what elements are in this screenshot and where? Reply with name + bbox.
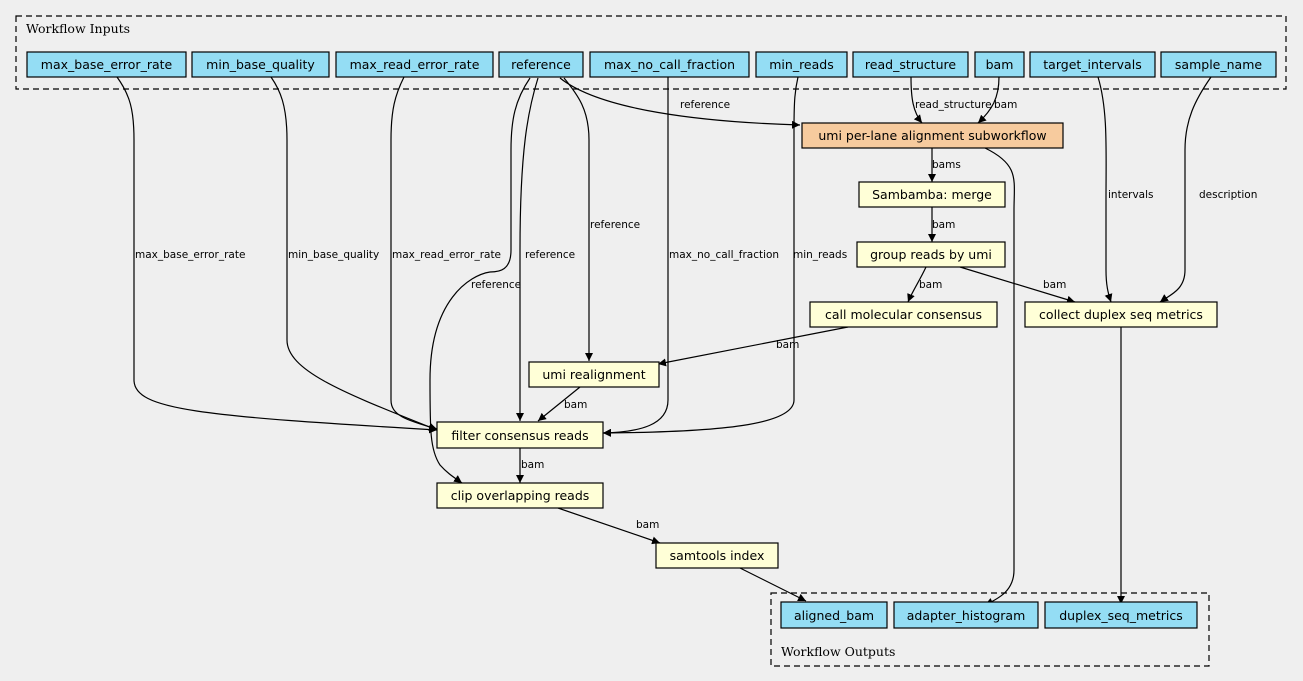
edge-label-realign-bam: bam [564, 399, 587, 411]
svg-text:reference: reference [511, 57, 571, 72]
edge-labels: reference read_structure bam bams bam ba… [135, 99, 1257, 531]
svg-text:max_no_call_fraction: max_no_call_fraction [604, 57, 735, 72]
node-collect-duplex-seq-metrics: collect duplex seq metrics [1024, 301, 1218, 328]
svg-text:duplex_seq_metrics: duplex_seq_metrics [1059, 608, 1183, 623]
edge-call-to-realign [657, 326, 849, 367]
edge-label-filter-bam: bam [521, 459, 544, 471]
node-min-reads: min_reads [755, 51, 848, 78]
edge-label-description: description [1199, 189, 1257, 201]
output-nodes: aligned_bam adapter_histogram duplex_seq… [780, 601, 1198, 629]
node-duplex-seq-metrics: duplex_seq_metrics [1044, 601, 1198, 629]
svg-text:clip overlapping reads: clip overlapping reads [451, 488, 590, 503]
edge-group-to-metrics [959, 266, 1076, 304]
node-call-molecular-consensus: call molecular consensus [809, 301, 998, 328]
svg-text:umi per-lane alignment subwork: umi per-lane alignment subworkflow [818, 128, 1046, 143]
edge-label-bams: bams [932, 159, 961, 171]
edge-read-structure-to-umi-alignment [910, 76, 923, 124]
edge-label-clip-bam: bam [636, 519, 659, 531]
svg-text:Sambamba: merge: Sambamba: merge [872, 187, 992, 202]
edge-realign-to-filter [537, 386, 581, 422]
edge-label-bam: bam [994, 99, 1017, 111]
svg-text:min_reads: min_reads [769, 57, 833, 72]
edge-label-max-base-error-rate: max_base_error_rate [135, 249, 245, 261]
edge-label-read-structure: read_structure [915, 99, 992, 111]
svg-text:group reads by umi: group reads by umi [870, 247, 992, 262]
svg-text:sample_name: sample_name [1175, 57, 1262, 72]
node-max-base-error-rate: max_base_error_rate [26, 51, 187, 78]
node-bam: bam [974, 51, 1025, 78]
workflow-inputs-cluster: Workflow Inputs [15, 15, 1287, 90]
node-read-structure: read_structure [852, 51, 969, 78]
edge-min-reads-to-filter [602, 76, 799, 437]
edge-reference-to-filter [516, 77, 539, 421]
edge-umi-alignment-to-adapter-histogram [984, 147, 1015, 606]
workflow-outputs-label: Workflow Outputs [781, 644, 895, 659]
node-max-no-call-fraction: max_no_call_fraction [589, 51, 750, 78]
edge-label-min-reads: min_reads [793, 249, 847, 261]
edge-bam-to-umi-alignment [977, 76, 1000, 124]
edge-target-intervals-to-metrics [1097, 76, 1113, 303]
svg-text:adapter_histogram: adapter_histogram [907, 608, 1026, 623]
edge-clip-to-index [557, 507, 661, 545]
edge-label-merge-bam: bam [932, 219, 955, 231]
node-target-intervals: target_intervals [1029, 51, 1156, 78]
svg-text:target_intervals: target_intervals [1043, 57, 1141, 72]
edge-reference-to-umi-alignment [559, 77, 801, 129]
edge-reference-to-realign [563, 77, 593, 361]
edge-label-max-no-call-fraction: max_no_call_fraction [669, 249, 779, 261]
node-sambamba-merge: Sambamba: merge [858, 181, 1006, 208]
edges [116, 76, 1212, 606]
node-group-reads-by-umi: group reads by umi [856, 241, 1006, 268]
workflow-inputs-label: Workflow Inputs [26, 21, 130, 36]
node-min-base-quality: min_base_quality [191, 51, 330, 78]
svg-text:samtools index: samtools index [670, 548, 765, 563]
workflow-outputs-cluster: Workflow Outputs [770, 592, 1210, 667]
edge-label-reference-realign: reference [590, 219, 640, 231]
node-clip-overlapping-reads: clip overlapping reads [436, 482, 604, 509]
edge-label-reference-clip: reference [471, 279, 521, 291]
node-adapter-histogram: adapter_histogram [893, 601, 1039, 629]
node-aligned-bam: aligned_bam [780, 601, 888, 629]
edge-max-base-error-rate-to-filter [116, 76, 438, 434]
svg-text:max_base_error_rate: max_base_error_rate [41, 57, 173, 72]
input-nodes: max_base_error_rate min_base_quality max… [26, 51, 1277, 78]
edge-max-read-error-rate-to-filter [390, 76, 438, 431]
svg-text:collect duplex seq metrics: collect duplex seq metrics [1039, 307, 1203, 322]
edge-group-to-call [907, 266, 927, 303]
edge-label-group-metrics-bam: bam [1043, 279, 1066, 291]
svg-text:bam: bam [986, 57, 1014, 72]
edge-min-base-quality-to-filter [270, 76, 438, 431]
svg-text:call molecular consensus: call molecular consensus [825, 307, 982, 322]
svg-text:min_base_quality: min_base_quality [206, 57, 315, 72]
edge-label-group-bam: bam [919, 279, 942, 291]
node-umi-alignment-subworkflow: umi per-lane alignment subworkflow [801, 122, 1064, 149]
edge-label-max-read-error-rate: max_read_error_rate [392, 249, 501, 261]
svg-text:filter consensus reads: filter consensus reads [451, 428, 588, 443]
node-sample-name: sample_name [1160, 51, 1277, 78]
node-filter-consensus-reads: filter consensus reads [436, 421, 604, 449]
edge-label-min-base-quality: min_base_quality [288, 249, 379, 261]
step-nodes: umi per-lane alignment subworkflow Samba… [436, 122, 1218, 569]
svg-text:read_structure: read_structure [865, 57, 956, 72]
edge-label-reference-filter: reference [525, 249, 575, 261]
edge-reference-to-clip [429, 77, 531, 484]
node-reference: reference [498, 51, 584, 78]
svg-text:umi realignment: umi realignment [542, 367, 645, 382]
node-max-read-error-rate: max_read_error_rate [335, 51, 494, 78]
edge-label-call-bam: bam [776, 339, 799, 351]
edge-sample-name-to-metrics [1159, 76, 1212, 303]
node-samtools-index: samtools index [655, 542, 779, 569]
node-umi-realignment: umi realignment [528, 361, 660, 388]
edge-label-intervals: intervals [1108, 189, 1154, 201]
edge-label-reference: reference [680, 99, 730, 111]
svg-text:aligned_bam: aligned_bam [794, 608, 874, 623]
svg-text:max_read_error_rate: max_read_error_rate [350, 57, 480, 72]
edge-index-to-aligned-bam [739, 567, 807, 602]
